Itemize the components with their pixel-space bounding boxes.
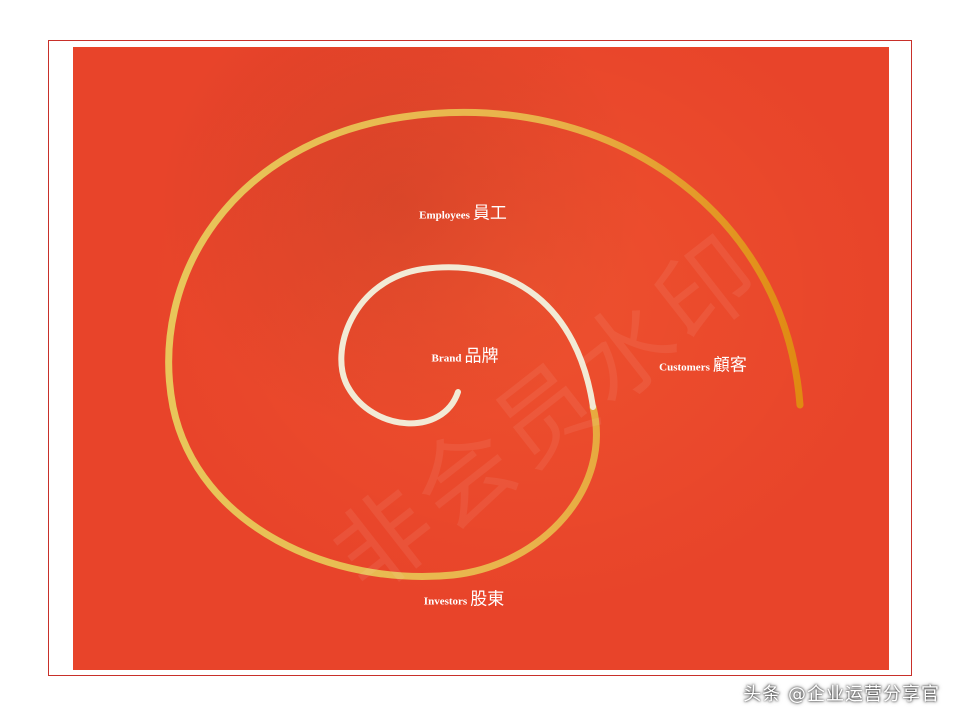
spiral-graphic	[165, 109, 804, 580]
label-employees-en: Employees	[419, 209, 470, 222]
label-employees-zh: 員工	[472, 203, 507, 224]
label-customers-zh: 顧客	[712, 355, 747, 376]
attribution-footer: 头条 @企业运营分享官	[743, 684, 940, 705]
label-customers-en: Customers	[659, 361, 710, 374]
label-brand-zh: 品牌	[464, 346, 499, 367]
outer-spiral	[165, 109, 804, 580]
label-brand-en: Brand	[431, 352, 462, 365]
label-investors-zh: 股東	[470, 589, 505, 610]
label-investors-en: Investors	[423, 595, 468, 608]
inner-spiral	[338, 264, 596, 427]
slide-frame	[48, 40, 912, 676]
